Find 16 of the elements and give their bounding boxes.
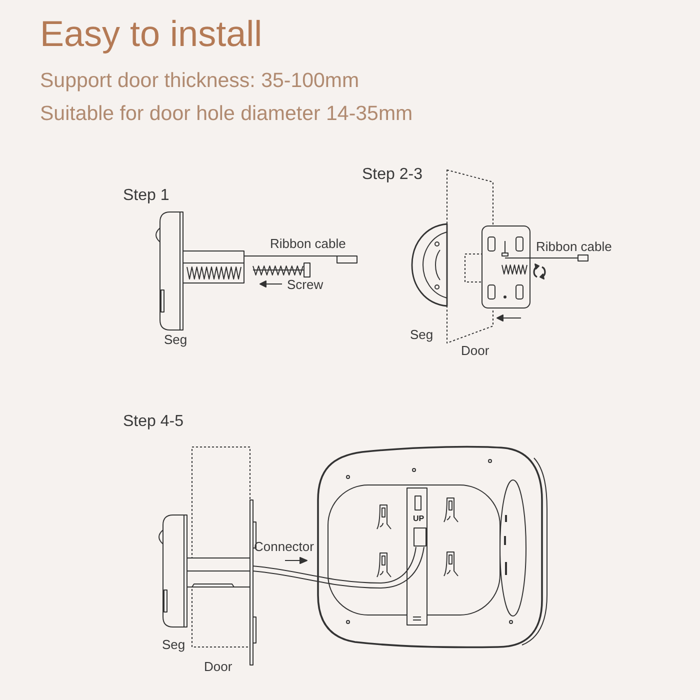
part-label: Door [461,344,490,357]
step-heading: Step 2-3 [362,167,422,183]
title: Easy to install [40,16,262,52]
part-label: Seg [164,333,188,346]
spec-text: Suitable for door hole diameter 14-35mm [40,104,413,124]
step-heading: Step 4-5 [123,414,184,430]
part-label: Ribbon cable [536,240,612,253]
part-label: Seg [410,328,434,341]
spec-text: Support door thickness: 35-100mm [40,71,360,92]
part-label: Door [204,660,232,673]
part-label: Seg [162,638,186,651]
step-heading: Step 1 [123,188,170,204]
part-label: Connector [254,540,314,553]
part-label: Screw [287,278,324,291]
marking-text: UP [413,515,424,523]
part-label: Ribbon cable [270,237,346,250]
